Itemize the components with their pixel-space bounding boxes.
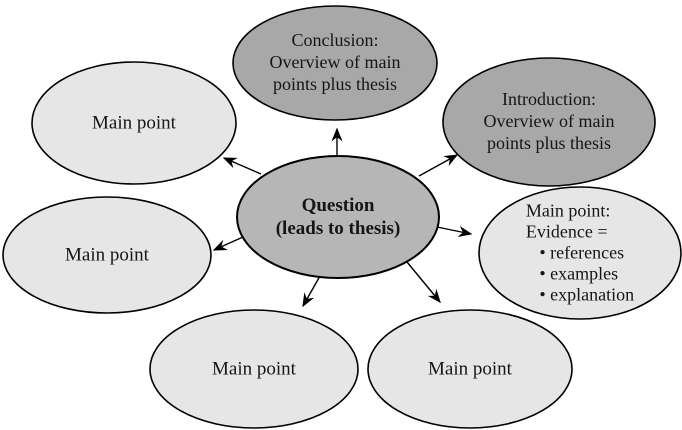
node-mp-top-left-ellipse <box>31 61 237 185</box>
node-mp-bottom-left-ellipse <box>149 309 359 429</box>
node-conclusion-ellipse <box>232 5 438 121</box>
node-mp-mid-left-ellipse <box>2 196 212 314</box>
node-introduction-ellipse <box>442 57 656 187</box>
arrow-question-to-mp-top-left <box>222 157 262 175</box>
arrow-question-to-mp-bottom-right <box>406 261 441 304</box>
arrow-question-to-introduction <box>418 154 459 177</box>
node-question-ellipse <box>236 155 440 279</box>
arrow-question-to-mp-bottom-left <box>302 275 321 308</box>
node-evidence-ellipse <box>478 186 682 320</box>
arrow-question-to-evidence <box>436 225 473 237</box>
node-mp-bottom-right-ellipse <box>367 309 573 429</box>
arrow-question-to-mp-mid-left <box>212 236 244 251</box>
